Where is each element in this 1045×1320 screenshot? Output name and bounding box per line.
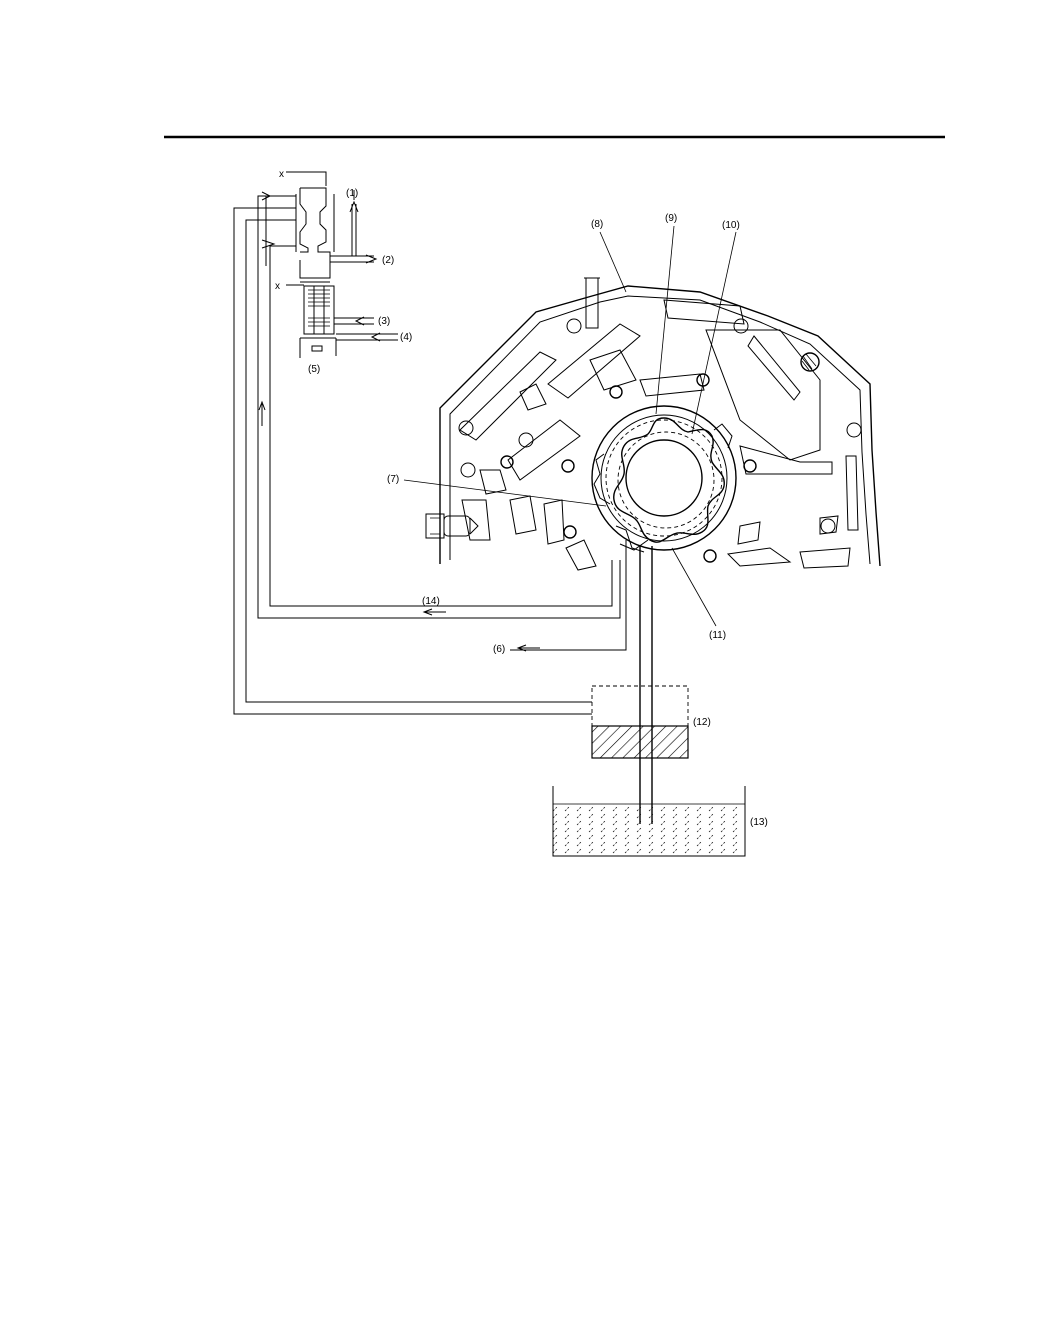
- pressure-regulator-valve: x x: [275, 169, 398, 358]
- callout-4: (4): [400, 332, 412, 343]
- callout-12: (12): [693, 717, 711, 728]
- pump-gear-set: [591, 405, 737, 553]
- callout-5: (5): [308, 364, 320, 375]
- callout-7: (7): [387, 474, 399, 485]
- callout-labels: (1) (2) (3) (4) (5) (6) (7) (8) (9) (10)…: [308, 188, 768, 828]
- callout-14: (14): [422, 596, 440, 607]
- callout-8: (8): [591, 219, 603, 230]
- callout-6: (6): [493, 644, 505, 655]
- oil-strainer: [591, 685, 689, 759]
- callout-3: (3): [378, 316, 390, 327]
- callout-9: (9): [665, 213, 677, 224]
- valve-mark-x-top: x: [279, 169, 284, 180]
- callout-1: (1): [346, 188, 358, 199]
- callout-leaders: [403, 225, 737, 627]
- callout-11: (11): [709, 630, 726, 641]
- oil-pump-cover: [425, 277, 881, 571]
- oil-pan: [552, 786, 746, 857]
- valve-mark-x-mid: x: [275, 281, 280, 292]
- drain-bolt: [425, 513, 479, 539]
- callout-13: (13): [750, 817, 768, 828]
- callout-10: (10): [722, 220, 740, 231]
- hydraulic-lines: [233, 191, 653, 824]
- valve-spring: [308, 289, 330, 327]
- callout-2: (2): [382, 255, 394, 266]
